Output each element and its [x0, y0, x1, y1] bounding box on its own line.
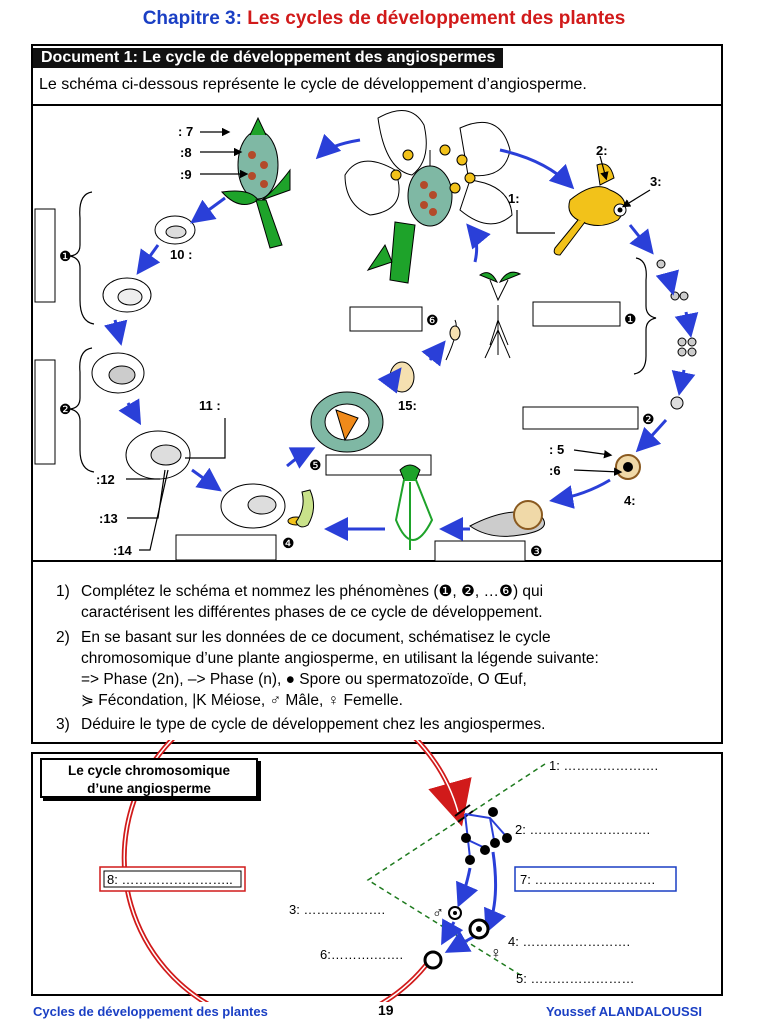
- chapter-title: Chapitre 3: Les cycles de développement …: [0, 8, 768, 30]
- answer-box-phase-6[interactable]: [349, 306, 423, 332]
- pollen-stages-right: [469, 259, 697, 537]
- question-2-legend-line-2: ⋟ Fécondation, |K Méiose, ♂ Mâle, ♀ Feme…: [81, 692, 403, 709]
- question-1-line-2: caractérisent les différentes phases de …: [81, 604, 543, 621]
- marker-2-left: ❷: [59, 401, 72, 417]
- marker-2-right: ❷: [642, 411, 655, 427]
- label-6: :6: [549, 463, 561, 478]
- document-frame: [31, 44, 723, 744]
- brace-phase-2-left: [69, 347, 95, 473]
- label-5: : 5: [549, 442, 564, 457]
- chrom-label-5: 5: ……………………: [516, 971, 634, 986]
- footer-course-title: Cycles de développement des plantes: [33, 1004, 268, 1019]
- question-2-line-2: chromosomique d’une plante angiosperme, …: [81, 650, 599, 667]
- marker-1-left: ❶: [59, 248, 72, 264]
- chrom-label-8: 8: ……………………..: [107, 872, 233, 887]
- answer-box-phase-4[interactable]: [175, 534, 277, 561]
- label-7: : 7: [178, 124, 193, 139]
- brace-phase-1-left: [69, 191, 95, 325]
- female-symbol: ♀: [490, 945, 502, 962]
- chrom-label-7: 7: ……………………….: [520, 872, 655, 887]
- footer-page-number: 19: [378, 1002, 394, 1018]
- chromosomic-title-line-2: d’une angiosperme: [87, 781, 211, 796]
- document-intro: Le schéma ci-dessous représente le cycle…: [39, 76, 587, 93]
- chrom-label-2: 2: ……………………….: [515, 822, 650, 837]
- pollen-tube: [295, 489, 314, 528]
- chromosomic-arrows: [441, 851, 507, 953]
- life-cycle-diagram: : 7 :8 :9 10 : 11 : :12 :13 :14 15: 1: 2…: [34, 110, 699, 562]
- label-14: :14: [113, 543, 133, 558]
- question-2-legend-line-1: => Phase (2n), –> Phase (n), ● Spore ou …: [81, 671, 527, 688]
- answer-box-phase-2-right[interactable]: [522, 406, 639, 430]
- marker-1-right: ❶: [624, 311, 637, 327]
- question-3-line-1: Déduire le type de cycle de développemen…: [81, 716, 546, 733]
- chromosomic-cycle-frame: [31, 752, 723, 996]
- marker-6: ❻: [426, 312, 439, 328]
- anther-illustration: [553, 163, 627, 256]
- chrom-label-1: 1: ………………….: [549, 758, 658, 773]
- label-12: :12: [96, 472, 115, 487]
- label-8: :8: [180, 145, 192, 160]
- answer-box-phase-1-left[interactable]: [34, 208, 56, 303]
- chromosomic-cycle-diagram: ♂ ♀ 1: …………………. 2: ………………………. 3: ……………….…: [99, 740, 677, 1002]
- question-3-number: 3): [56, 716, 70, 733]
- question-2-line-1: En se basant sur les données de ce docum…: [81, 629, 551, 646]
- label-11: 11 :: [199, 398, 221, 413]
- label-3: 3:: [650, 174, 662, 189]
- flower-illustration: [344, 110, 513, 284]
- question-1-line-1: Complétez le schéma et nommez les phénom…: [81, 583, 544, 600]
- male-symbol: ♂: [432, 905, 444, 922]
- spores: [461, 807, 512, 865]
- brace-phase-1-right: [633, 257, 657, 375]
- question-2-number: 2): [56, 629, 70, 646]
- document-header: Document 1: Le cycle de développement de…: [33, 48, 504, 68]
- label-10: 10 :: [170, 247, 192, 262]
- answer-box-phase-2-left[interactable]: [34, 359, 56, 465]
- question-2: 2) En se basant sur les données de ce doc…: [56, 627, 716, 711]
- answer-box-phase-3[interactable]: [434, 540, 526, 562]
- zygote-egg: [423, 950, 443, 970]
- label-4: 4:: [624, 493, 636, 508]
- label-9: :9: [180, 167, 192, 182]
- seedling-illustration: [445, 271, 522, 361]
- chromosomic-title-line-1: Le cycle chromosomique: [67, 763, 231, 778]
- question-1-number: 1): [56, 583, 70, 600]
- label-13: :13: [99, 511, 118, 526]
- chrom-label-6: 6:……….…….: [320, 947, 403, 962]
- marker-3: ❸: [530, 543, 543, 559]
- label-15: 15:: [398, 398, 417, 413]
- leader-lines: [126, 127, 651, 551]
- question-3: 3) Déduire le type de cycle de développem…: [56, 714, 716, 735]
- answer-box-phase-1-right[interactable]: [532, 301, 621, 327]
- diploid-phase-arc-inner: [123, 740, 459, 1002]
- stigma-illustration: [394, 464, 434, 550]
- pistil-illustration: [221, 116, 291, 249]
- marker-5: ❺: [309, 457, 322, 473]
- marker-4: ❹: [282, 535, 295, 551]
- chapter-number: Chapitre 3:: [142, 8, 242, 29]
- haploid-boundary-dashed: [366, 763, 546, 977]
- diagram-frame: [31, 104, 723, 562]
- label-2: 2:: [596, 143, 608, 158]
- seed-illustration: [310, 391, 384, 453]
- footer-author: Youssef ALANDALOUSSI: [546, 1004, 703, 1019]
- question-1: 1) Complétez le schéma et nommez les phén…: [56, 581, 716, 623]
- cycle-arrows: [103, 133, 699, 541]
- label-1: 1:: [508, 191, 520, 206]
- chromosomic-title: Le cycle chromosomique d’une angiosperme: [40, 758, 258, 798]
- chrom-label-4: 4: …………………….: [508, 934, 630, 949]
- answer-box-7[interactable]: [514, 866, 677, 892]
- chapter-name: Les cycles de développement des plantes: [241, 8, 626, 29]
- ovule-stages-left: [91, 215, 305, 529]
- answer-box-8-inner: [103, 870, 242, 888]
- chrom-label-3: 3: ……………….: [289, 902, 385, 917]
